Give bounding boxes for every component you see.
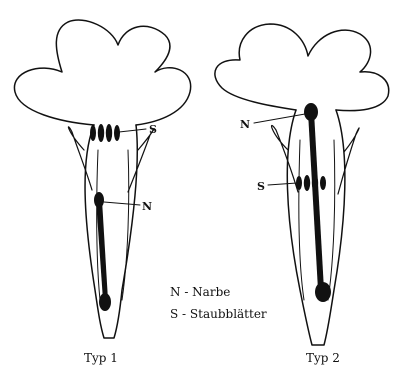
flower-2-anther-2 bbox=[304, 175, 310, 191]
flower-1-style bbox=[96, 200, 108, 300]
flower-1-stamens-label: S bbox=[149, 123, 157, 136]
flower-2-sepal-right bbox=[338, 128, 359, 194]
flower-1-ovary bbox=[99, 293, 111, 311]
flower-2-anther-3 bbox=[312, 175, 318, 191]
legend: N - Narbe S - Staubblätter bbox=[170, 285, 267, 321]
flower-1-tube bbox=[85, 125, 137, 338]
legend-n-line: N - Narbe bbox=[170, 285, 230, 299]
flower-2-style bbox=[308, 112, 324, 290]
flower-2-stamens-label: S bbox=[257, 180, 265, 193]
flower-2-inner-line-right bbox=[328, 140, 335, 300]
flower-2-stamens bbox=[296, 175, 326, 191]
flower-1-petals bbox=[14, 20, 190, 125]
flower-2-petals bbox=[215, 24, 389, 111]
flower-1-stamens-pointer bbox=[119, 129, 146, 132]
flower-1-caption: Typ 1 bbox=[84, 351, 118, 365]
flower-1-inner-line-right bbox=[122, 150, 129, 300]
flower-2-sepal-left bbox=[272, 126, 298, 192]
flower-1-stigma-label: N bbox=[142, 200, 152, 213]
flower-1-anther-3 bbox=[106, 124, 112, 142]
flower-2-anther-4 bbox=[320, 176, 326, 190]
flower-2-stigma-pointer bbox=[254, 114, 305, 123]
flower-2-stigma bbox=[304, 103, 318, 121]
flower-1-anther-1 bbox=[90, 125, 96, 141]
flower-1-anther-4 bbox=[114, 125, 120, 141]
flower-1-anther-2 bbox=[98, 124, 104, 142]
flower-1-sepal-right bbox=[128, 129, 154, 192]
flower-2-caption: Typ 2 bbox=[306, 351, 340, 365]
flower-type-1: S N Typ 1 bbox=[14, 20, 190, 365]
flower-2-stigma-label: N bbox=[240, 118, 250, 131]
flower-2-ovary bbox=[315, 282, 331, 302]
flower-2-stamens-pointer bbox=[268, 183, 297, 185]
flower-1-stamens bbox=[90, 124, 120, 142]
legend-s-line: S - Staubblätter bbox=[170, 307, 267, 321]
flower-2-inner-line-left bbox=[299, 140, 304, 300]
flower-1-stigma bbox=[94, 192, 104, 208]
flower-1-sepal-left bbox=[68, 127, 92, 190]
